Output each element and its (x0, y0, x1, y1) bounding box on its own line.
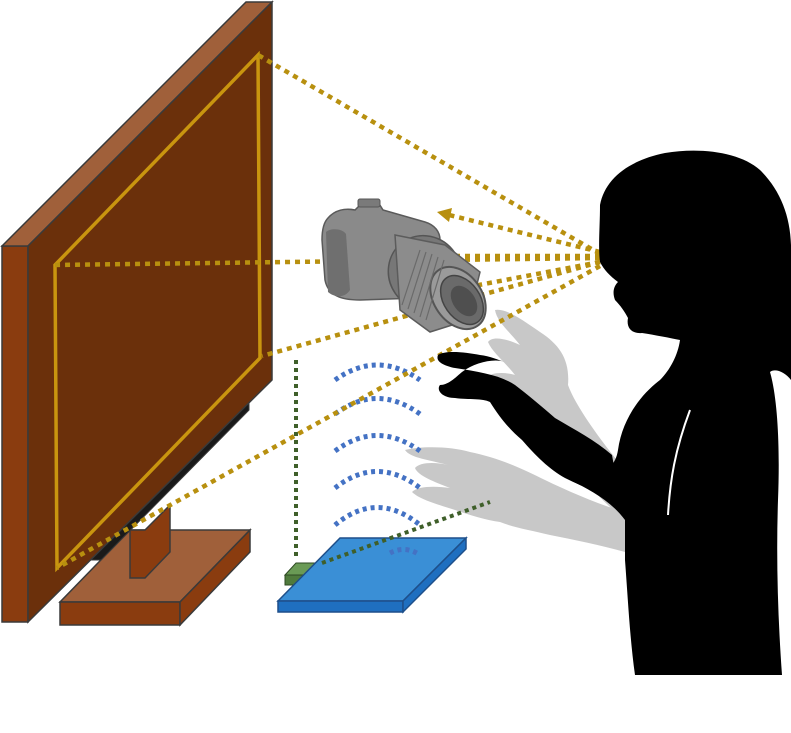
camera-dial (357, 198, 381, 208)
sensor-dotted-diagonal (321, 500, 491, 565)
radar-board-side (402, 536, 467, 614)
screen-outline (53, 50, 262, 573)
person-hand-pointing (437, 351, 620, 500)
radar-wave-4 (333, 396, 422, 417)
arm-highlight (667, 409, 691, 516)
radar-wave-5 (333, 362, 422, 383)
monitor-stand-base-front (59, 601, 181, 626)
monitor-icon (0, 0, 274, 627)
monitor-side (1, 245, 29, 623)
hand-shadow-lower (405, 447, 625, 552)
monitor-stand-base-side (179, 528, 251, 627)
radar-wave-2 (333, 469, 422, 490)
radar-wave-1 (333, 505, 422, 527)
gaze-line-bottom (55, 264, 602, 570)
camera-lens (387, 234, 487, 333)
gaze-line-right-mid (261, 259, 601, 359)
gaze-line-camera-upper (444, 211, 601, 255)
radar-board-front (277, 600, 404, 613)
camera-grip (326, 229, 350, 297)
monitor-front (27, 0, 273, 624)
radar-sensor-icon (276, 536, 468, 614)
radar-wave-6 (388, 547, 422, 558)
arrowhead-upper (437, 208, 452, 222)
person-silhouette-icon (437, 150, 791, 675)
radar-wave-3 (333, 433, 422, 454)
radar-waves (333, 362, 422, 558)
camera-icon (321, 198, 487, 333)
person-body (560, 150, 791, 675)
